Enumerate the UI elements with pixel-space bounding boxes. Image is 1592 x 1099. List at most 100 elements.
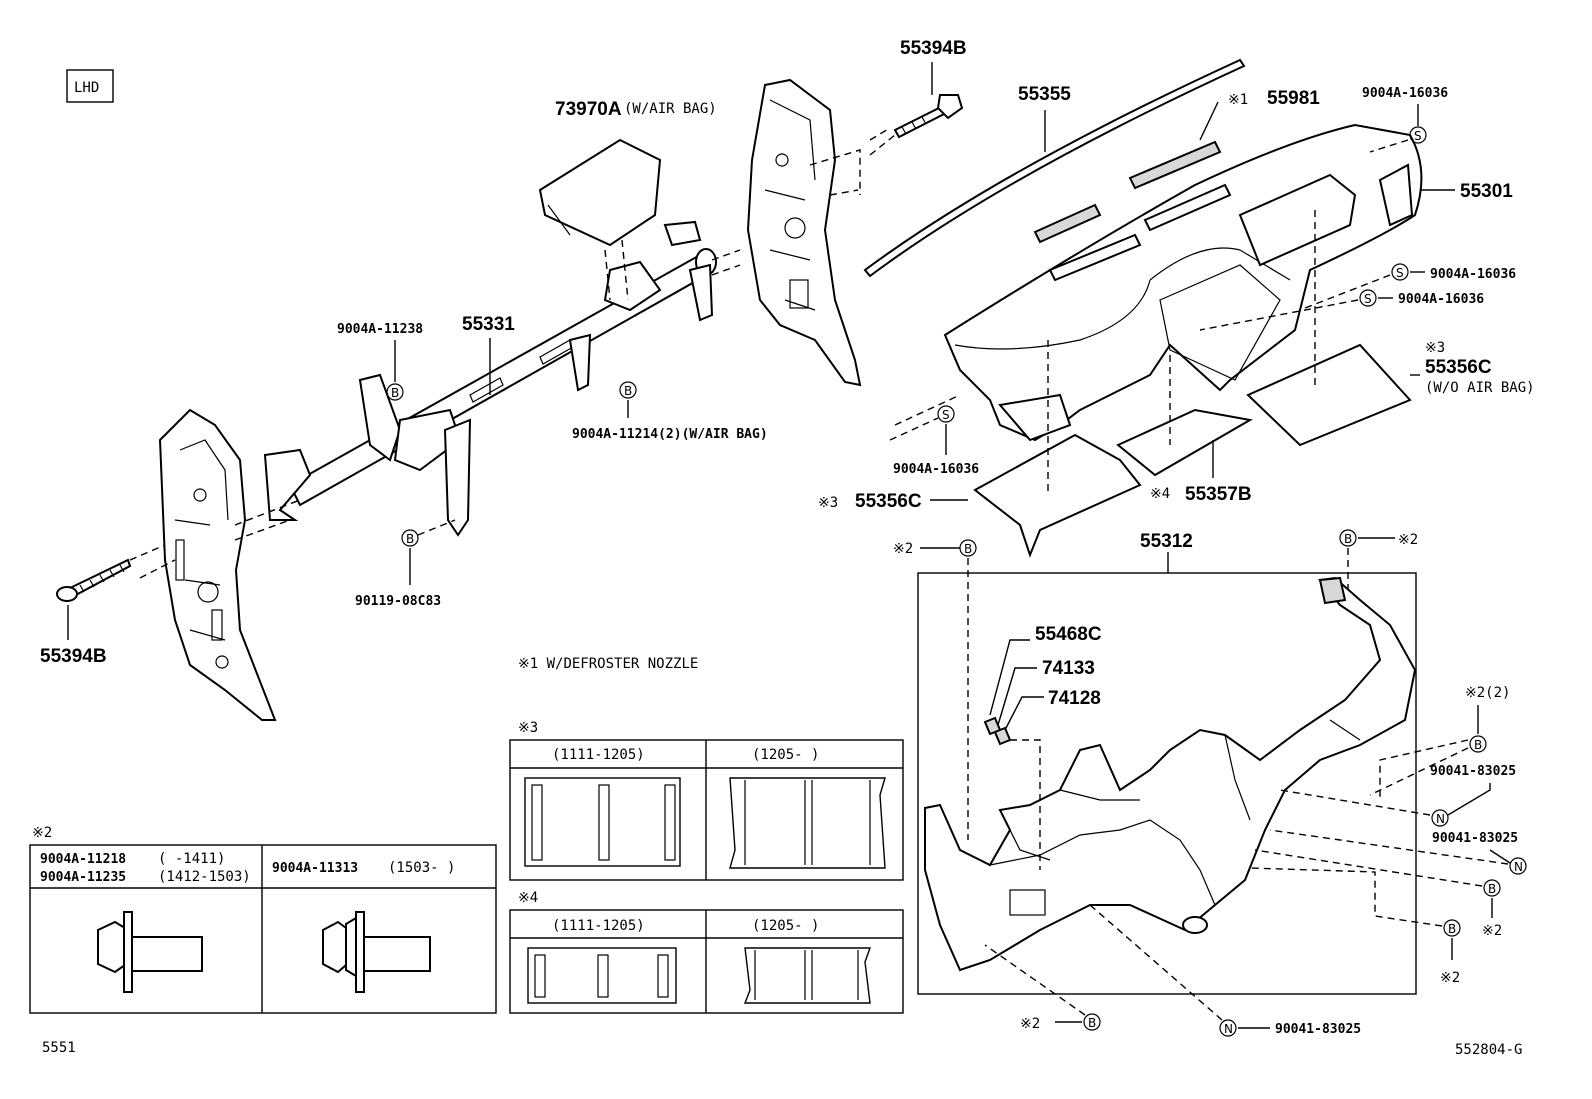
pad-55356C-right [1246,343,1412,447]
right-side-bracket [746,78,862,387]
svg-text:B: B [624,384,632,398]
mark-2-c: ※2(2) [1465,685,1510,701]
n2-col1-line2-range: (1412-1503) [158,869,251,885]
left-side-bracket [158,408,277,721]
circle-s-4: S [937,405,955,423]
svg-text:B: B [1448,922,1456,936]
label-9004A-11238: 9004A-11238 [337,322,423,337]
steering-support-beam [263,220,717,537]
lower-panel-55312 [924,576,1417,972]
pad-55356C-left [973,433,1142,558]
label-9004A-11214: 9004A-11214(2)(W/AIR BAG) [572,427,768,442]
page-code: 5551 [42,1040,76,1056]
label-9004A-16036-a: 9004A-16036 [1362,86,1448,101]
n2-col1-line1-part: 9004A-11218 [40,852,126,867]
defroster-55981 [1033,140,1222,244]
bolt-drawing-1 [97,911,203,993]
label-55468C: 55468C [1035,624,1102,645]
circle-b-2: B [619,381,637,399]
n2-col2-range: (1503- ) [388,860,455,876]
label-90041-b: 90041-83025 [1432,831,1518,846]
circle-b-7: B [1483,879,1501,897]
circle-b-3: B [401,529,419,547]
label-90041-a: 90041-83025 [1430,764,1516,779]
instrument-panel-55301 [943,123,1423,442]
label-55301: 55301 [1460,181,1513,202]
mark-2-e: ※2 [1440,970,1460,986]
label-90041-c: 90041-83025 [1275,1022,1361,1037]
circle-b-4: B [959,539,977,557]
circle-b-8: B [1443,919,1461,937]
label-55355: 55355 [1018,84,1071,105]
label-9004A-16036-d: 9004A-16036 [893,462,979,477]
svg-text:B: B [391,386,399,400]
note-3-header: ※3 [518,720,538,736]
pad-55357B [1116,408,1253,477]
lhd-label: LHD [74,80,99,96]
mark-2-a: ※2 [893,541,913,557]
label-55981: 55981 [1267,88,1320,109]
label-55312: 55312 [1140,531,1193,552]
svg-text:B: B [1088,1016,1096,1030]
circle-s-2: S [1391,263,1409,281]
note-4-header: ※4 [518,890,538,906]
label-74133: 74133 [1042,658,1095,679]
mark-2-f: ※2 [1020,1016,1040,1032]
svg-text:S: S [1414,129,1422,143]
circle-b-6: B [1469,735,1487,753]
circle-b-9: B [1083,1013,1101,1031]
note-1: ※1 W/DEFROSTER NOZZLE [518,656,698,672]
n3-col2: (1205- ) [752,747,819,763]
label-55356C-right-note: (W/O AIR BAG) [1425,380,1535,396]
svg-text:B: B [406,532,414,546]
label-55981-mark: ※1 [1228,92,1248,108]
mark-2-d: ※2 [1482,923,1502,939]
label-74128: 74128 [1048,688,1101,709]
svg-text:N: N [1514,860,1523,874]
label-55357B: 55357B [1185,484,1252,505]
lhd-box [66,69,114,103]
circle-b-1: B [386,383,404,401]
circle-s-1: S [1409,126,1427,144]
n4-col1: (1111-1205) [552,918,645,934]
svg-text:B: B [964,542,972,556]
svg-text:B: B [1344,532,1352,546]
svg-text:N: N [1436,812,1445,826]
svg-text:B: B [1488,882,1496,896]
label-73970A: 73970A [555,99,622,120]
bolt-drawing-2 [322,911,431,993]
note-2-header: ※2 [32,825,52,841]
circle-n-2: N [1509,857,1527,875]
circle-n-1: N [1431,809,1449,827]
n2-col1-line1-range: ( -1411) [158,851,225,867]
note-4-table [509,909,904,1014]
label-55356C-right-mark: ※3 [1425,340,1445,356]
n3-col1: (1111-1205) [552,747,645,763]
airbag-73970A [538,138,662,247]
n2-col1-line2-part: 9004A-11235 [40,870,126,885]
circle-s-3: S [1359,289,1377,307]
svg-text:B: B [1474,738,1482,752]
svg-text:N: N [1224,1022,1233,1036]
mark-2-b: ※2 [1398,532,1418,548]
label-55394B-left: 55394B [40,646,107,667]
label-55357B-mark: ※4 [1150,486,1170,502]
label-55356C-left: 55356C [855,491,922,512]
circle-n-3: N [1219,1019,1237,1037]
n4-col2: (1205- ) [752,918,819,934]
clip-small [983,716,1012,746]
svg-text:S: S [1364,292,1372,306]
circle-b-5: B [1339,529,1357,547]
bolt-55394B-left [56,558,132,602]
svg-text:S: S [942,408,950,422]
diagram-code: 552804-G [1455,1042,1522,1058]
label-55356C-left-mark: ※3 [818,495,838,511]
label-90119-08C83: 90119-08C83 [355,594,441,609]
molding-55355 [863,58,1246,278]
label-9004A-16036-b: 9004A-16036 [1430,267,1516,282]
label-9004A-16036-c: 9004A-16036 [1398,292,1484,307]
note-3-table [509,739,904,881]
n2-col2-part: 9004A-11313 [272,861,358,876]
label-55394B-top: 55394B [900,38,967,59]
